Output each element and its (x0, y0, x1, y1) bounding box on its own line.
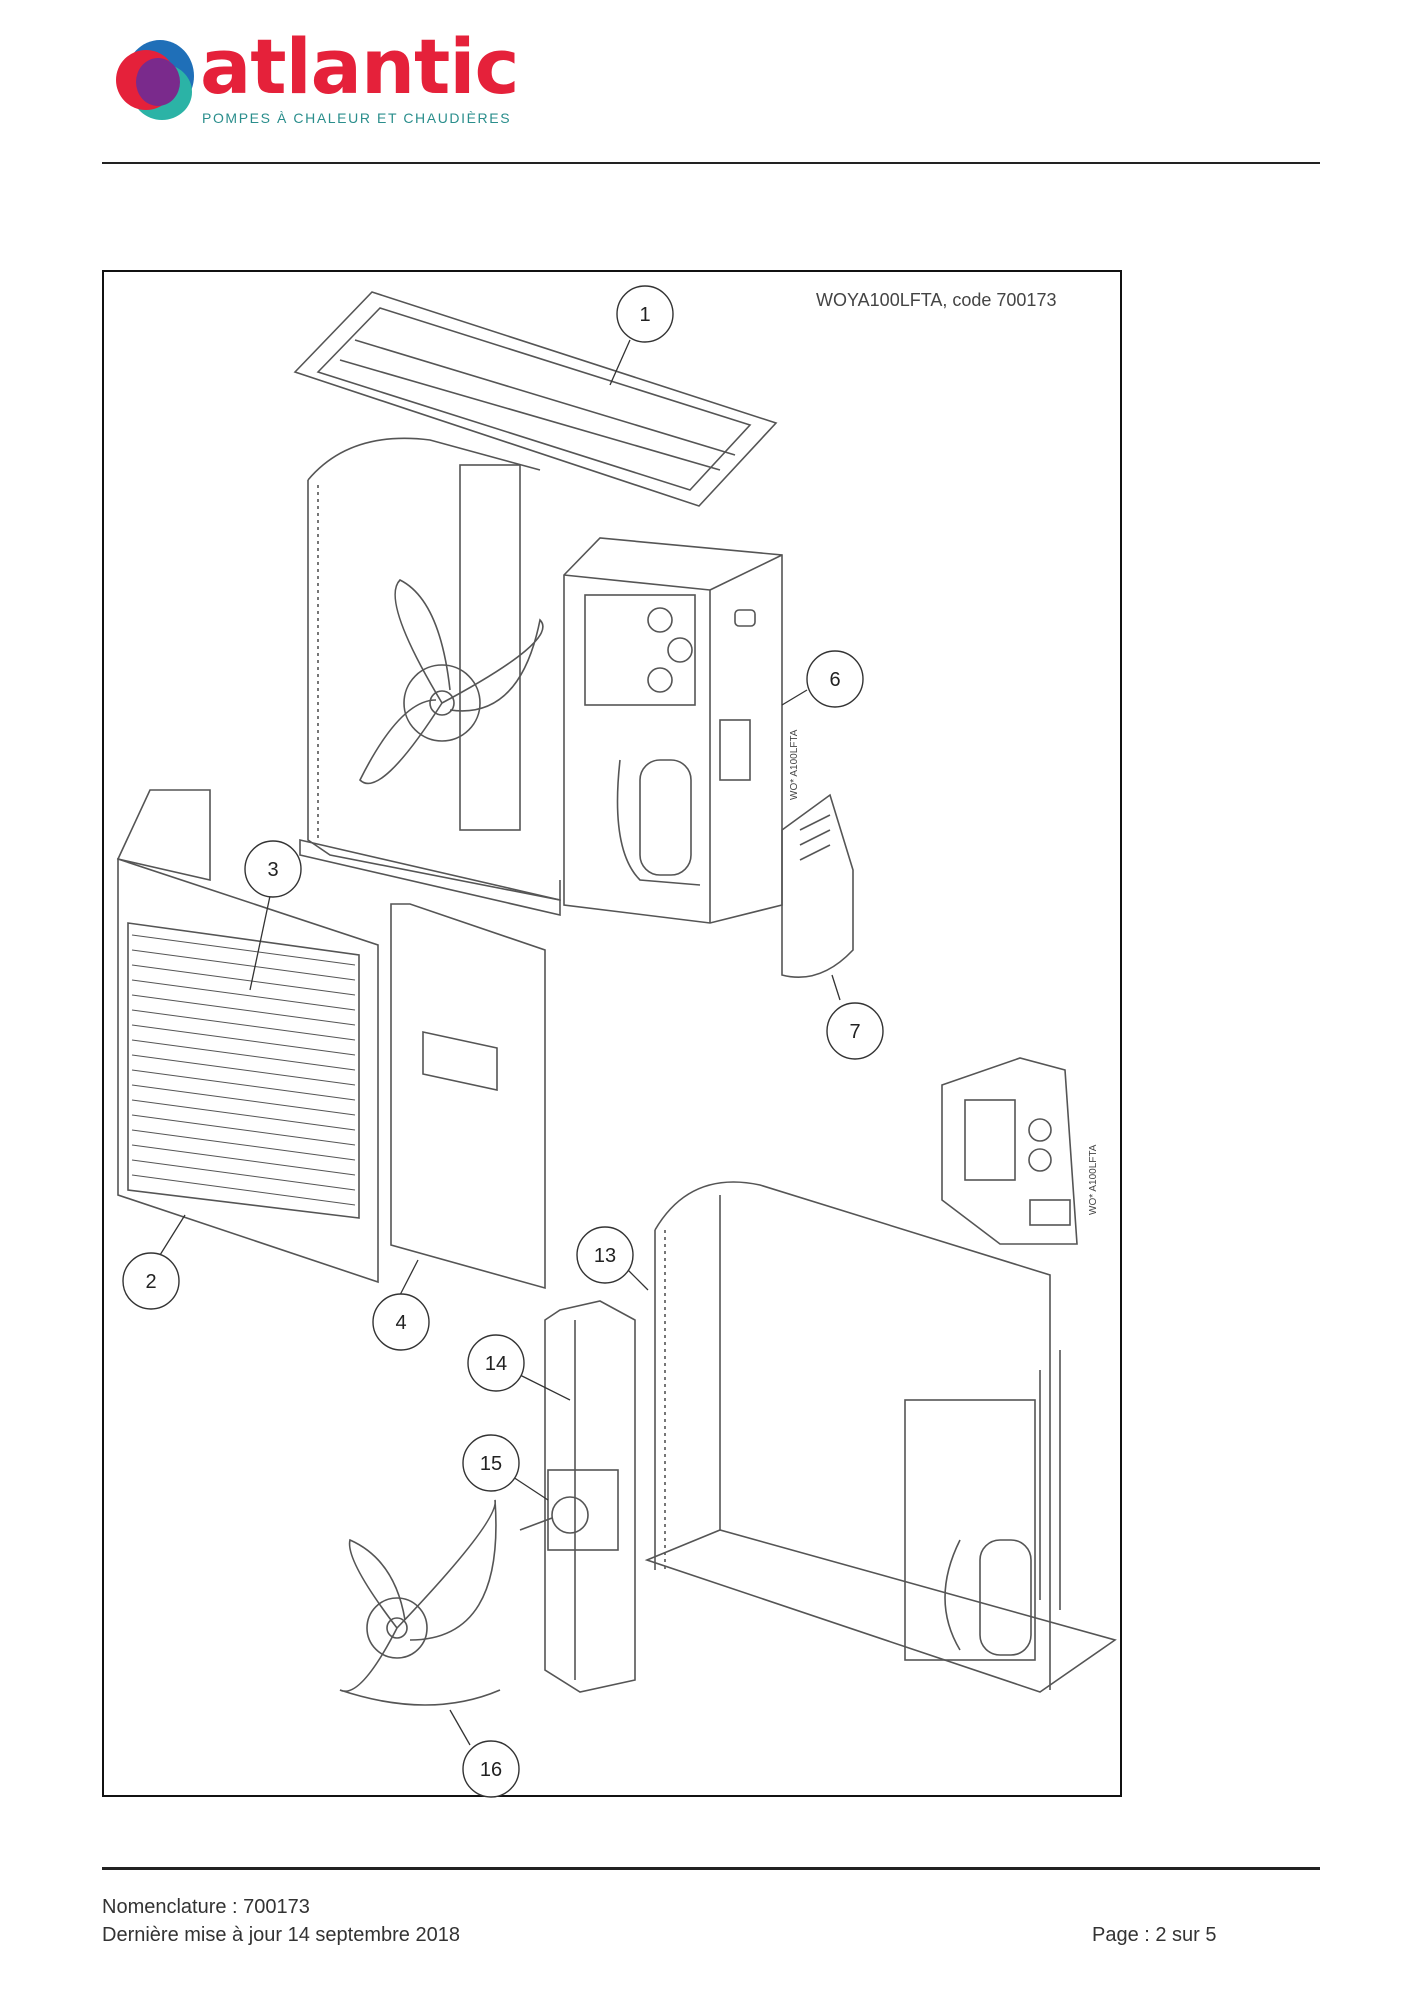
callout-15: 15 (462, 1434, 520, 1492)
callout-13: 13 (576, 1226, 634, 1284)
unit-label: WO* A100LFTA (789, 729, 800, 800)
callout-16: 16 (462, 1740, 520, 1798)
callout-14: 14 (467, 1334, 525, 1392)
side-panel (390, 903, 546, 1290)
motor-bracket (519, 1300, 636, 1693)
diagram-frame (102, 270, 1122, 1797)
nomenclature-label: Nomenclature : 700173 (102, 1896, 310, 1918)
last-updated-label: Dernière mise à jour 14 septembre 2018 (102, 1924, 460, 1946)
svg-text:14: 14 (485, 1353, 507, 1375)
svg-text:6: 6 (829, 669, 840, 691)
fan-blade-upper (359, 579, 544, 785)
header-divider (102, 162, 1320, 164)
footer-divider (102, 1867, 1320, 1870)
callout-6: 6 (806, 650, 864, 708)
svg-text:3: 3 (267, 859, 278, 881)
rear-casing (299, 437, 561, 917)
brand-name: atlantic (200, 22, 519, 111)
svg-text:2: 2 (145, 1271, 156, 1293)
svg-text:15: 15 (480, 1453, 502, 1475)
callout-3: 3 (244, 840, 302, 898)
logo-mark-icon (116, 40, 194, 120)
svg-text:4: 4 (395, 1312, 406, 1334)
svg-text:13: 13 (594, 1245, 616, 1267)
callout-4: 4 (372, 1293, 430, 1351)
svg-text:16: 16 (480, 1759, 502, 1781)
page-number: Page : 2 sur 5 (1092, 1924, 1217, 1946)
diagram-title: WOYA100LFTA, code 700173 (816, 290, 1057, 310)
callout-7: 7 (826, 1002, 884, 1060)
top-panel (293, 291, 778, 507)
unit-label-detail: WO* A100LFTA (1088, 1144, 1099, 1215)
grille (131, 934, 356, 1206)
svg-text:1: 1 (639, 304, 650, 326)
front-panel (116, 789, 379, 1284)
control-box-detail (941, 1057, 1078, 1245)
service-cover (781, 793, 854, 978)
svg-text:7: 7 (849, 1021, 860, 1043)
base-casing (644, 1181, 1117, 1693)
brand-tagline: POMPES À CHALEUR ET CHAUDIÈRES (202, 110, 512, 126)
atlantic-logo: atlantic POMPES À CHALEUR ET CHAUDIÈRES (112, 22, 519, 131)
callout-1: 1 (616, 285, 674, 343)
leader-lines (159, 339, 841, 1746)
fan-blade-lower (339, 1499, 501, 1706)
callout-2: 2 (122, 1252, 180, 1310)
